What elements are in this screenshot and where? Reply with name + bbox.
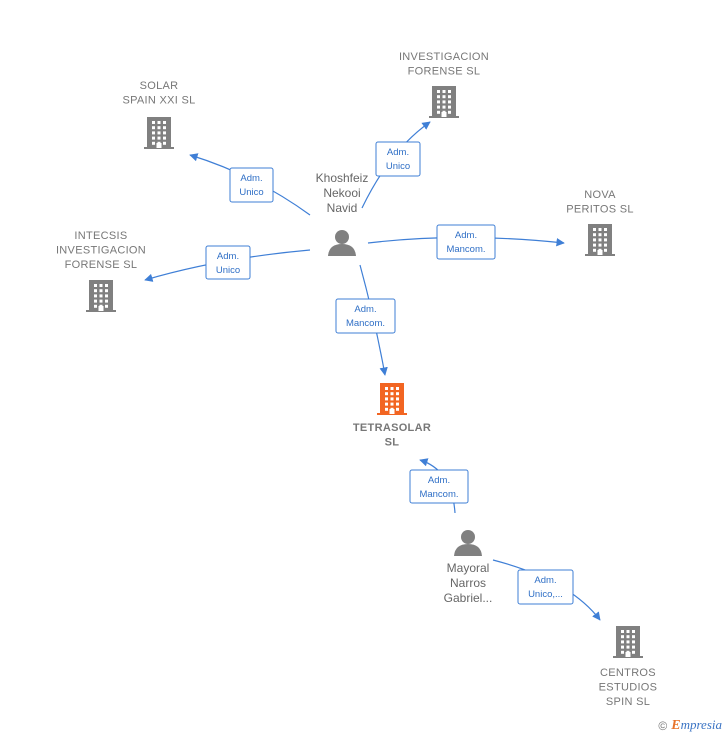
company-label-investigacion: FORENSE SL xyxy=(408,66,481,78)
person-label-mayoral: Narros xyxy=(450,576,486,590)
role-text: Adm. xyxy=(240,173,262,184)
company-label-nova: NOVA xyxy=(584,189,616,201)
building-icon-intecsis[interactable] xyxy=(86,280,116,312)
building-icon-tetrasolar[interactable] xyxy=(377,383,407,415)
role-text: Unico xyxy=(216,265,240,276)
nodes-layer: INVESTIGACION FORENSE SL SOLAR SPAIN XXI SL… xyxy=(56,51,657,708)
building-icon-nova[interactable] xyxy=(585,224,615,256)
role-text: Unico xyxy=(386,161,410,172)
role-text: Unico,... xyxy=(528,589,563,600)
role-text: Adm. xyxy=(217,251,239,262)
role-badge-khoshfeiz-investigacion[interactable]: Adm. Unico xyxy=(375,141,421,177)
role-text: Adm. xyxy=(354,304,376,315)
role-text: Adm. xyxy=(428,475,450,486)
role-text: Adm. xyxy=(387,147,409,158)
footer-brand: © Empresia xyxy=(658,717,722,734)
building-icon-investigacion[interactable] xyxy=(429,86,459,118)
role-badge-khoshfeiz-nova[interactable]: Adm. Mancom. xyxy=(436,224,496,260)
building-icon-centros[interactable] xyxy=(613,626,643,658)
brand-name: mpresia xyxy=(680,717,722,732)
person-label-mayoral: Gabriel... xyxy=(444,591,493,605)
company-label-investigacion: INVESTIGACION xyxy=(399,51,489,63)
role-text: Adm. xyxy=(534,575,556,586)
brand-initial: E xyxy=(671,718,681,733)
company-label-tetrasolar: SL xyxy=(385,437,400,449)
edges-layer xyxy=(144,121,601,621)
company-label-centros: SPIN SL xyxy=(606,696,650,708)
person-label-khoshfeiz: Navid xyxy=(327,201,358,215)
company-label-centros: ESTUDIOS xyxy=(599,682,658,694)
role-badge-khoshfeiz-intecsis[interactable]: Adm. Unico xyxy=(205,245,251,280)
company-label-solar: SPAIN XXI SL xyxy=(122,95,195,107)
copyright-icon: © xyxy=(658,718,668,733)
role-text: Mancom. xyxy=(419,489,458,500)
company-label-intecsis: INVESTIGACION xyxy=(56,245,146,257)
role-badge-khoshfeiz-solar[interactable]: Adm. Unico xyxy=(229,167,274,203)
company-label-solar: SOLAR xyxy=(140,80,179,92)
role-text: Adm. xyxy=(455,230,477,241)
person-label-khoshfeiz: Nekooi xyxy=(323,186,360,200)
role-badge-mayoral-centros[interactable]: Adm. Unico,... xyxy=(517,569,574,605)
role-badge-khoshfeiz-tetrasolar[interactable]: Adm. Mancom. xyxy=(335,298,396,334)
person-label-mayoral: Mayoral xyxy=(447,561,490,575)
role-text: Unico xyxy=(239,187,263,198)
person-icon-khoshfeiz[interactable] xyxy=(328,230,356,256)
company-label-centros: CENTROS xyxy=(600,667,656,679)
company-label-intecsis: INTECSIS xyxy=(74,230,127,242)
role-text: Mancom. xyxy=(346,318,385,329)
company-label-intecsis: FORENSE SL xyxy=(65,259,138,271)
brand-logo: Empresia xyxy=(671,717,722,734)
person-icon-mayoral[interactable] xyxy=(454,530,482,556)
role-badge-mayoral-tetrasolar[interactable]: Adm. Mancom. xyxy=(409,469,469,504)
building-icon-solar[interactable] xyxy=(144,117,174,149)
company-label-tetrasolar: TETRASOLAR xyxy=(353,422,431,434)
roles-layer: Adm.UnicoAdm.UnicoAdm.Mancom.Adm.UnicoAd… xyxy=(205,141,574,605)
company-label-nova: PERITOS SL xyxy=(566,204,634,216)
person-label-khoshfeiz: Khoshfeiz xyxy=(316,171,369,185)
role-text: Mancom. xyxy=(446,244,485,255)
